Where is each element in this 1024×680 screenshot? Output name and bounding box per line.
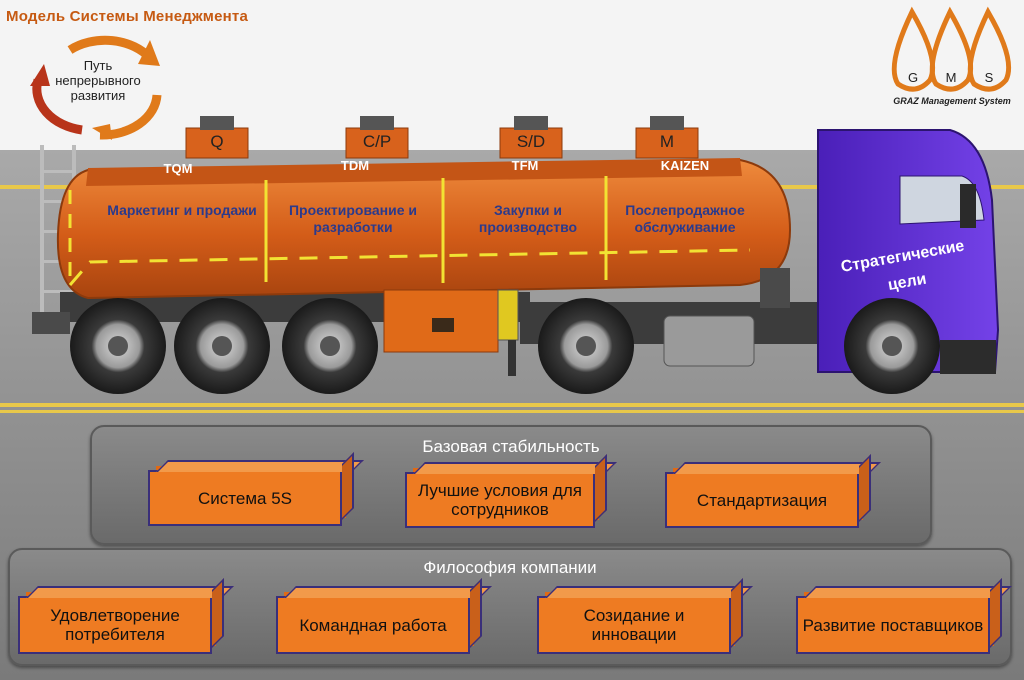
logo-letter-g: G [907,70,919,85]
philosophy-title: Философия компании [423,558,597,577]
tank-top-band [86,158,742,186]
tag-tdm: TDM [340,158,370,173]
rear-bumper [32,312,70,334]
block-5s: Система 5S [148,470,342,526]
block-standardization-label: Стандартизация [696,490,828,510]
block-innovation: Созидание и инновации [537,596,731,654]
hatch-label-sd: S/D [516,132,546,151]
road-line-lower-1 [0,403,1024,407]
wheel [282,298,378,394]
wheel [844,298,940,394]
connector-box [497,289,519,341]
logo-caption: GRAZ Management System [893,96,1011,106]
section-production: Закупки и производство [478,202,578,235]
section-service: Послепродажное обслуживание [625,202,745,235]
hatch-1 [185,116,249,159]
hatch-3 [499,116,563,159]
cab-mirror [960,184,976,228]
section-design: Проектирование и разработки [288,202,418,235]
tag-tfm: TFM [511,158,539,173]
block-standardization: Стандартизация [665,472,859,528]
cab-bumper [940,340,996,374]
block-teamwork-label: Командная работа [299,615,447,635]
tag-kaizen: KAIZEN [660,158,710,173]
block-employee-conditions: Лучшие условия для сотрудников [405,472,595,528]
hatch-label-q: Q [210,132,224,151]
wheel [538,298,634,394]
section-marketing: Маркетинг и продажи [107,202,257,218]
block-employee-conditions-label: Лучшие условия для сотрудников [418,481,582,519]
background [0,0,1024,150]
tag-tqm: TQM [163,161,193,176]
block-supplier-development-label: Развитие поставщиков [802,615,984,635]
hatch-4 [635,116,699,159]
wheel [70,298,166,394]
logo-letter-s: S [984,70,994,85]
block-innovation-label: Созидание и инновации [583,606,685,644]
page-title: Модель Системы Менеджмента [6,8,248,25]
base-stability-title: Базовая стабильность [422,437,600,456]
cycle-arrows-icon [30,35,162,140]
equipment-box-handle [432,318,454,332]
landing-leg [508,340,516,376]
hatch-label-cp: C/P [362,132,392,151]
block-customer-satisfaction: Удовлетворение потребителя [18,596,212,654]
block-customer-satisfaction-label: Удовлетворение потребителя [50,606,180,644]
logo-letter-m: M [945,70,957,85]
hatch-2 [345,116,409,159]
hatch-label-m: M [659,132,675,151]
road-line-lower-2 [0,410,1024,413]
block-5s-label: Система 5S [198,488,292,508]
wheel [174,298,270,394]
block-supplier-development: Развитие поставщиков [796,596,990,654]
cycle-label: Путь непрерывного развития [55,58,141,103]
gms-drops-logo [891,6,1012,92]
fuel-tank [663,315,755,367]
tank-dashed-line [68,248,751,286]
block-teamwork: Командная работа [276,596,470,654]
fifth-wheel [760,268,790,308]
